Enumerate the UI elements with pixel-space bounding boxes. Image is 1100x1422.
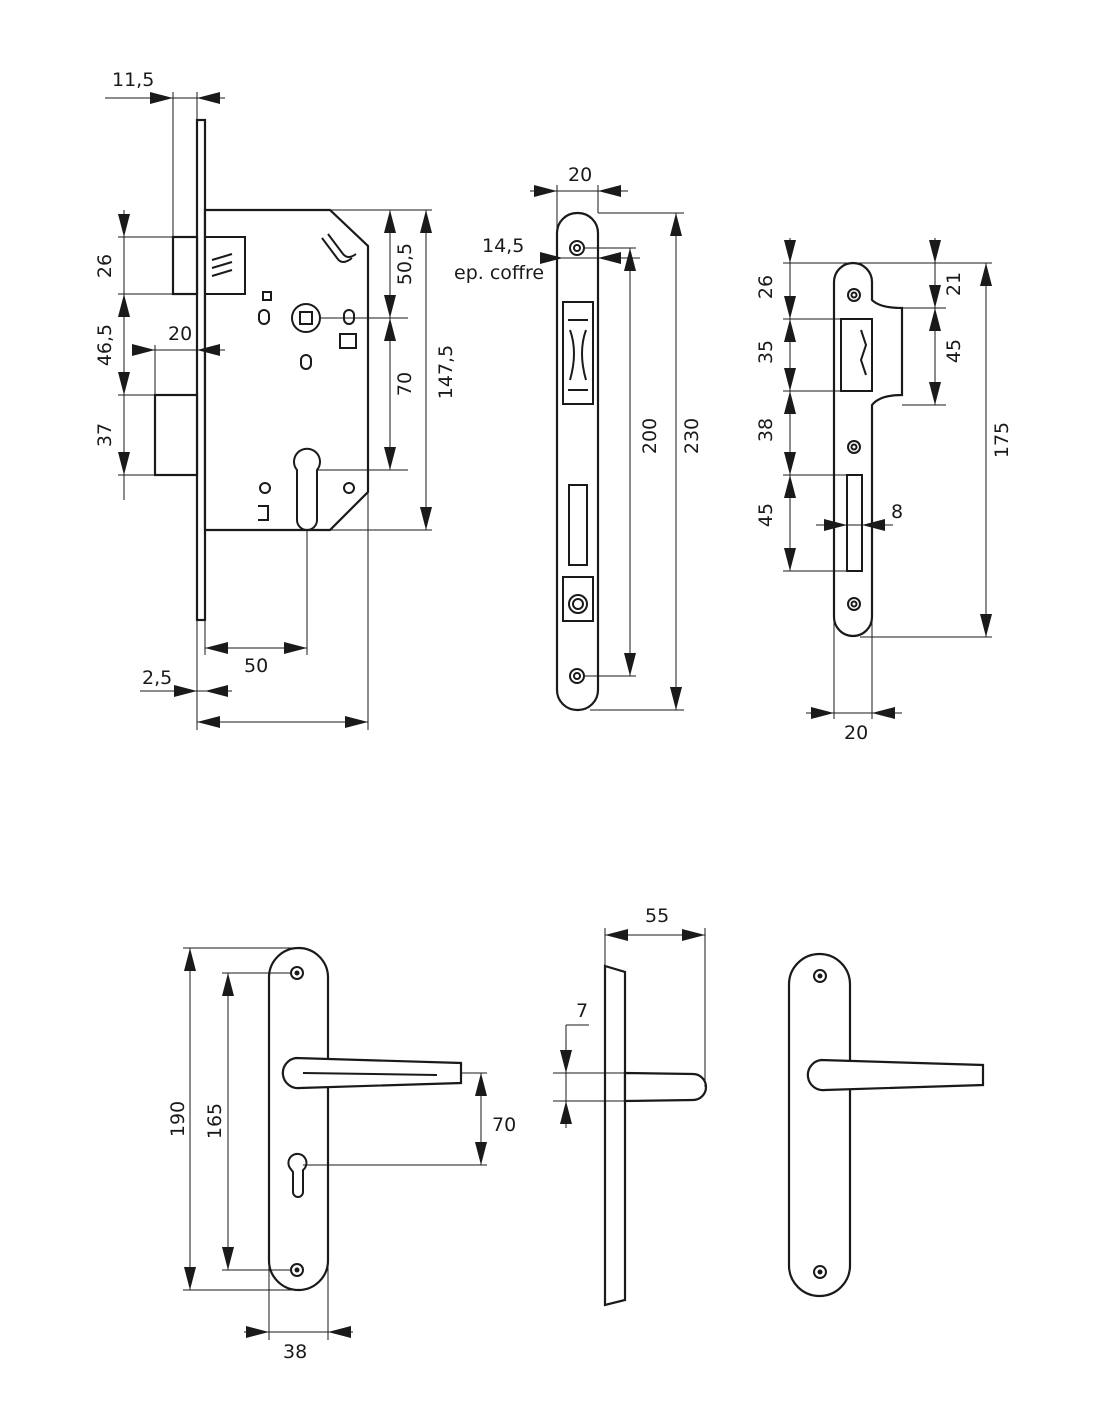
dim-strike-screw-spacing: 175 [991, 422, 1013, 458]
dim-top-to-spindle: 50,5 [394, 243, 416, 285]
dim-latch-deadbolt-gap: 46,5 [94, 324, 116, 366]
side-lever [623, 1071, 708, 1103]
spindle-square [299, 311, 313, 325]
dim-spindle-to-cylinder: 70 [394, 372, 416, 396]
dim-strike-lip-height: 45 [943, 339, 965, 363]
dim-strike-top: 26 [755, 275, 777, 299]
lock-case-dimensions [105, 92, 432, 730]
handle-keyhole [287, 1152, 308, 1198]
cylinder-cutout [293, 447, 321, 531]
faceplate-outline [555, 211, 600, 712]
blank-backplate [787, 952, 852, 1298]
handle-side-dimensions [553, 928, 706, 1128]
side-backplate [603, 964, 627, 1307]
handle-backplate [267, 946, 330, 1292]
dim-faceplate-offset: 2,5 [142, 667, 172, 689]
deadbolt [153, 393, 199, 477]
dim-strike-width: 20 [844, 722, 868, 744]
blank-lever [806, 1058, 985, 1092]
dim-faceplate-screw-spacing: 200 [639, 418, 661, 454]
dim-handle-projection: 55 [645, 905, 669, 927]
lock-case-body [203, 208, 370, 532]
dim-plate-width: 38 [283, 1341, 307, 1363]
dim-latch-height: 26 [94, 254, 116, 278]
dim-case-height: 147,5 [435, 345, 457, 399]
lock-faceplate [195, 118, 207, 622]
dim-plate-screw-spacing: 165 [204, 1103, 226, 1139]
dim-strike-lip-top: 21 [943, 272, 965, 296]
faceplate-dimensions [530, 185, 684, 711]
handle-blank-view [787, 952, 985, 1298]
latch-bolt [171, 235, 199, 296]
dim-strike-window-gap: 38 [755, 418, 777, 442]
dim-deadbolt-projection: 20 [168, 323, 192, 345]
latch-opening [562, 301, 594, 405]
strike-bolt-window [846, 474, 863, 572]
dim-strike-bolt-window: 45 [755, 503, 777, 527]
dim-faceplate-width: 20 [568, 164, 592, 186]
latch-slot [205, 236, 246, 295]
dim-case-depth: 14,5 [482, 235, 524, 257]
lock-case-view: 11,5 26 46,5 20 37 50,5 70 147,5 50 2,5 [94, 69, 457, 730]
dim-handle-to-keyhole: 70 [492, 1114, 516, 1136]
handle-front-view: 190 165 70 38 [167, 946, 516, 1363]
handle-front-dimensions [183, 947, 487, 1340]
dim-strike-latch-window: 35 [755, 340, 777, 364]
dim-plate-length: 190 [167, 1101, 189, 1137]
dim-lever-thickness: 7 [576, 1000, 588, 1022]
hook-slot [321, 233, 357, 263]
deadbolt-opening [568, 484, 588, 566]
dim-faceplate-thickness: 11,5 [112, 69, 154, 91]
strike-latch-window [840, 318, 873, 392]
dim-backset: 50 [244, 655, 268, 677]
dim-deadbolt-height: 37 [94, 423, 116, 447]
dim-case-depth-note: ep. coffre [454, 262, 544, 284]
strike-plate-dimensions [783, 238, 992, 719]
dim-faceplate-length: 230 [681, 418, 703, 454]
strike-plate-view: 26 35 38 45 21 45 8 175 20 [755, 238, 1013, 744]
dim-strike-bolt-width: 8 [891, 501, 903, 523]
faceplate-view: 20 14,5 ep. coffre 200 230 [454, 164, 703, 712]
handle-side-view: 55 7 [553, 905, 708, 1307]
